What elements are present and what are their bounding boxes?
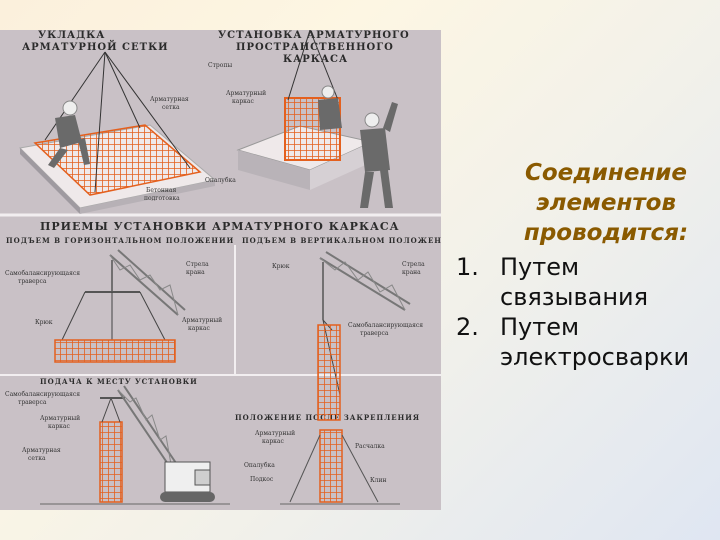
label-mesh-d-1: Арматурная bbox=[22, 447, 61, 454]
label-mesh-2: сетка bbox=[162, 104, 180, 111]
title-frame-2: ПРОСТРАНСТВЕННОГО bbox=[236, 42, 394, 53]
poster-illustration: УКЛАДКА АРМАТУРНОЙ СЕТКИ УСТАНОВКА АРМАТ… bbox=[0, 30, 441, 505]
heading-line-3: проводится: bbox=[523, 220, 689, 246]
list-item: 2. Путем электросварки bbox=[452, 312, 720, 372]
label-traverse-2a: Самобалансирующаяся bbox=[348, 322, 423, 329]
methods-list: 1. Путем связывания 2. Путем электросвар… bbox=[452, 252, 720, 372]
label-formwork-f: Опалубка bbox=[244, 462, 275, 469]
label-mesh-1: Арматурная bbox=[150, 96, 189, 103]
construction-poster: УКЛАДКА АРМАТУРНОЙ СЕТКИ УСТАНОВКА АРМАТ… bbox=[0, 30, 441, 510]
label-concrete-1: Бетонная bbox=[146, 187, 176, 194]
label-traverse-3b: траверса bbox=[18, 399, 47, 406]
title-frame-3: КАРКАСА bbox=[283, 54, 348, 65]
label-wedge: Клин bbox=[370, 477, 386, 484]
after-fix-scene: Арматурный каркас Расчалка Опалубка Подк… bbox=[244, 429, 400, 505]
label-frame-1: Арматурный bbox=[226, 90, 266, 97]
label-frame-h-1: Арматурный bbox=[182, 317, 222, 324]
label-boom-2b: крана bbox=[402, 269, 421, 276]
label-frame-2: каркас bbox=[232, 98, 254, 105]
list-item: 1. Путем связывания bbox=[452, 252, 720, 312]
delivery-scene: Самобалансирующаяся траверса Арматурный … bbox=[5, 385, 230, 505]
title-frame-1: УСТАНОВКА АРМАТУРНОГО bbox=[218, 30, 410, 41]
label-traverse-1b: траверса bbox=[18, 278, 47, 285]
list-number: 1. bbox=[456, 253, 479, 281]
heading-line-1: Соединение bbox=[524, 160, 688, 186]
label-traverse-3a: Самобалансирующаяся bbox=[5, 391, 80, 398]
list-line: связывания bbox=[500, 283, 649, 311]
label-formwork: Опалубка bbox=[205, 177, 236, 184]
frame-install-scene: Стропы Арматурный каркас Опалубка bbox=[205, 30, 398, 208]
horizontal-lift-scene: Самобалансирующаяся траверса Стрела кран… bbox=[5, 249, 222, 363]
title-delivery: ПОДАЧА К МЕСТУ УСТАНОВКИ bbox=[40, 377, 198, 386]
label-boom-1b: крана bbox=[186, 269, 205, 276]
label-frame-d-2: каркас bbox=[48, 423, 70, 430]
label-frame-f-1: Арматурный bbox=[255, 430, 295, 437]
list-number: 2. bbox=[456, 313, 479, 341]
mesh-laying-scene: Арматурная сетка Бетонная подготовка bbox=[18, 51, 217, 214]
label-hook-2: Крюк bbox=[272, 263, 290, 270]
list-line: Путем bbox=[500, 313, 580, 341]
title-mesh-2: АРМАТУРНОЙ СЕТКИ bbox=[22, 40, 169, 53]
text-panel: Соединение элементов проводится: 1. Путе… bbox=[452, 150, 720, 372]
label-traverse-1a: Самобалансирующаяся bbox=[5, 270, 80, 277]
label-boom-1a: Стрела bbox=[186, 261, 209, 268]
label-mesh-d-2: сетка bbox=[28, 455, 46, 462]
title-vertical: ПОДЪЕМ В ВЕРТИКАЛЬНОМ ПОЛОЖЕНИИ bbox=[242, 236, 441, 245]
label-frame-f-2: каркас bbox=[262, 438, 284, 445]
list-line: Путем bbox=[500, 253, 580, 281]
vertical-lift-scene: Крюк Стрела крана Самобалансирующаяся тр… bbox=[272, 251, 425, 421]
label-traverse-2b: траверса bbox=[360, 330, 389, 337]
label-boom-2a: Стрела bbox=[402, 261, 425, 268]
title-mesh-1: УКЛАДКА bbox=[38, 30, 105, 41]
label-base: Подкос bbox=[250, 476, 274, 483]
list-line: электросварки bbox=[500, 343, 690, 371]
label-brace: Расчалка bbox=[355, 443, 385, 450]
title-horizontal: ПОДЪЕМ В ГОРИЗОНТАЛЬНОМ ПОЛОЖЕНИИ bbox=[6, 236, 234, 245]
label-frame-h-2: каркас bbox=[188, 325, 210, 332]
heading-line-2: элементов bbox=[535, 190, 677, 216]
label-concrete-2: подготовка bbox=[144, 195, 180, 202]
title-methods: ПРИЕМЫ УСТАНОВКИ АРМАТУРНОГО КАРКАСА bbox=[40, 220, 400, 233]
label-slings: Стропы bbox=[208, 62, 232, 69]
heading: Соединение элементов проводится: bbox=[492, 158, 720, 248]
label-frame-d-1: Арматурный bbox=[40, 415, 80, 422]
label-hook-1: Крюк bbox=[35, 319, 53, 326]
